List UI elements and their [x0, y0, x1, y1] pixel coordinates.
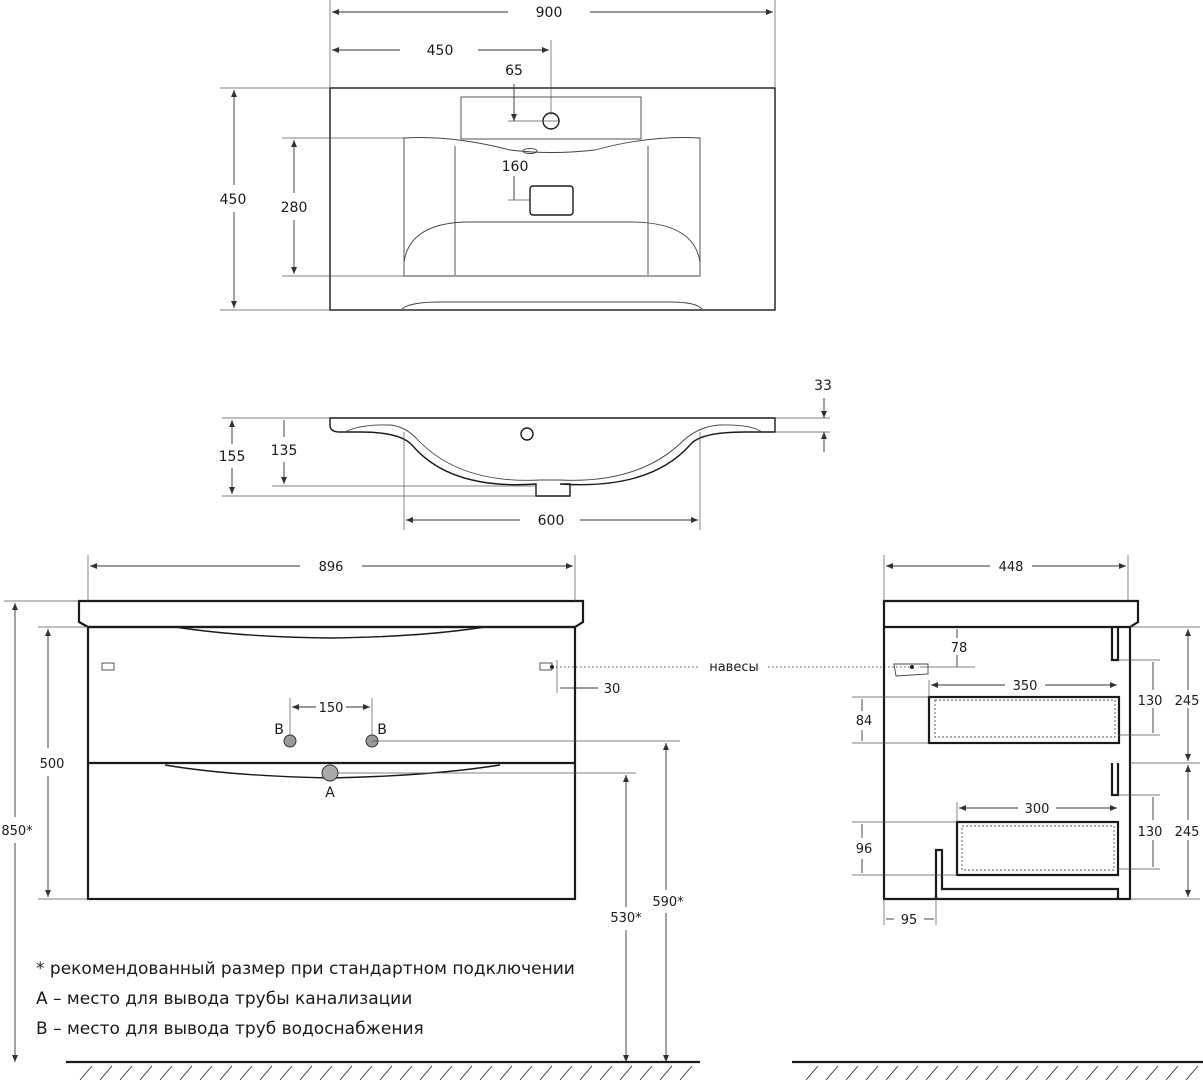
- water-pipe-label-left: B: [274, 722, 284, 738]
- basin-outline-top: [329, 87, 776, 311]
- notes: * рекомендованный размер при стандартном…: [36, 959, 575, 1039]
- dim-bowl-width: 600: [538, 513, 565, 529]
- front-countertop: [77, 599, 585, 629]
- overflow-hole: [520, 427, 534, 441]
- side-view: 448 78 350 84 130 245 300: [792, 555, 1203, 1080]
- dim-upper-drawer-depth: 350: [1013, 679, 1038, 694]
- dim-lower-drawer-height: 96: [856, 842, 873, 857]
- dim-cabinet-height: 500: [40, 757, 65, 772]
- dim-pipe-spacing: 150: [319, 701, 344, 716]
- dim-front-width: 896: [319, 560, 344, 575]
- dim-water-height: 590*: [652, 895, 684, 910]
- dim-top-width: 900: [536, 5, 563, 21]
- upper-drawer: [927, 695, 1121, 745]
- basin-profile: [329, 417, 776, 497]
- note-recommended: * рекомендованный размер при стандартном…: [36, 959, 575, 979]
- dim-upper-drawer-height: 84: [856, 714, 873, 729]
- side-countertop: [882, 599, 1140, 629]
- dim-lower-drawer-inner: 130: [1138, 825, 1163, 840]
- front-view: B B A 150 896 30 навесы 500: [1, 555, 912, 1080]
- dim-tap-offset: 65: [505, 63, 523, 79]
- overflow: [522, 148, 538, 154]
- dim-upper-drawer-inner: 130: [1138, 694, 1163, 709]
- dim-hinge-offset: 30: [604, 682, 621, 697]
- drain-pipe-label: A: [325, 785, 335, 801]
- dim-basin-height: 155: [219, 449, 246, 465]
- note-water: B – место для вывода труб водоснабжения: [36, 1019, 424, 1039]
- dim-upper-front: 245: [1175, 694, 1200, 709]
- dim-lower-drawer-depth: 300: [1025, 802, 1050, 817]
- dim-bowl-depth: 280: [281, 200, 308, 216]
- dim-plinth: 95: [901, 913, 918, 928]
- dim-lower-front: 245: [1175, 825, 1200, 840]
- dim-bowl-height: 135: [271, 443, 298, 459]
- dim-drain-offset: 160: [502, 159, 529, 175]
- dim-half-width: 450: [427, 43, 454, 59]
- dim-total-height: 850*: [1, 824, 33, 839]
- basin-section: 33 155 135 600: [219, 378, 832, 530]
- note-drain: A – место для вывода трубы канализации: [36, 989, 412, 1009]
- water-pipe-label-right: B: [377, 722, 387, 738]
- dim-depth: 450: [220, 192, 247, 208]
- dim-hinge-height: 78: [951, 641, 968, 656]
- top-view: 900 450 65 160 450 280: [220, 0, 776, 311]
- drain-grill: [529, 185, 574, 216]
- lower-drawer: [955, 820, 1120, 877]
- bowl-contour: [403, 137, 701, 277]
- dim-rim: 33: [814, 378, 832, 394]
- dim-side-depth: 448: [999, 560, 1024, 575]
- dim-drain-height: 530*: [610, 911, 642, 926]
- hinges-label: навесы: [709, 660, 759, 675]
